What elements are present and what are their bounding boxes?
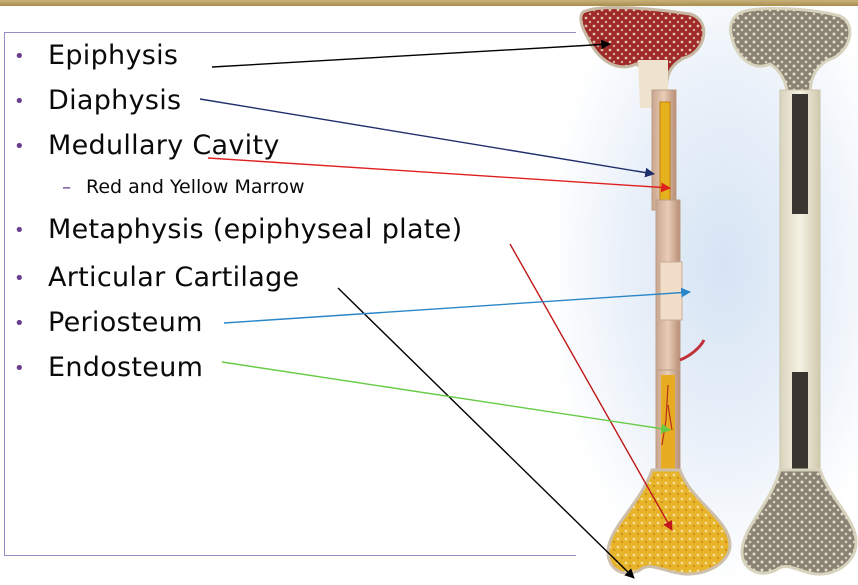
arrow-endosteum	[222, 362, 670, 430]
arrow-epiphysis	[212, 44, 610, 67]
arrow-medullary-cavity	[208, 158, 670, 188]
arrow-metaphysis	[510, 244, 672, 530]
arrow-periosteum	[224, 292, 690, 323]
arrow-articular-cartilage	[338, 288, 634, 578]
arrow-diaphysis	[200, 99, 654, 174]
